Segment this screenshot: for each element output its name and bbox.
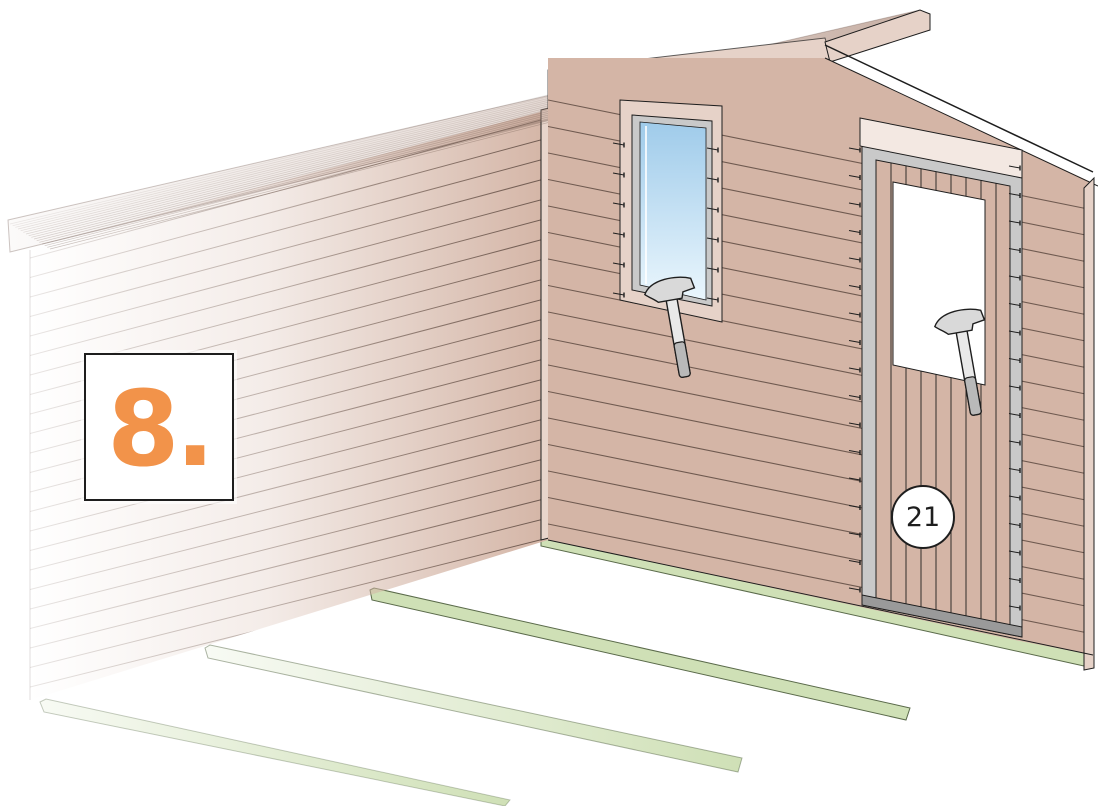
step-number: 8. <box>107 377 211 481</box>
corner-trim <box>1084 178 1094 670</box>
window-glass <box>640 122 706 300</box>
floor-joist <box>40 699 510 806</box>
part-callout-label: 21 <box>906 502 940 533</box>
part-callout: 21 <box>891 485 955 549</box>
step-number-box: 8. <box>84 353 234 501</box>
door <box>849 118 1022 637</box>
